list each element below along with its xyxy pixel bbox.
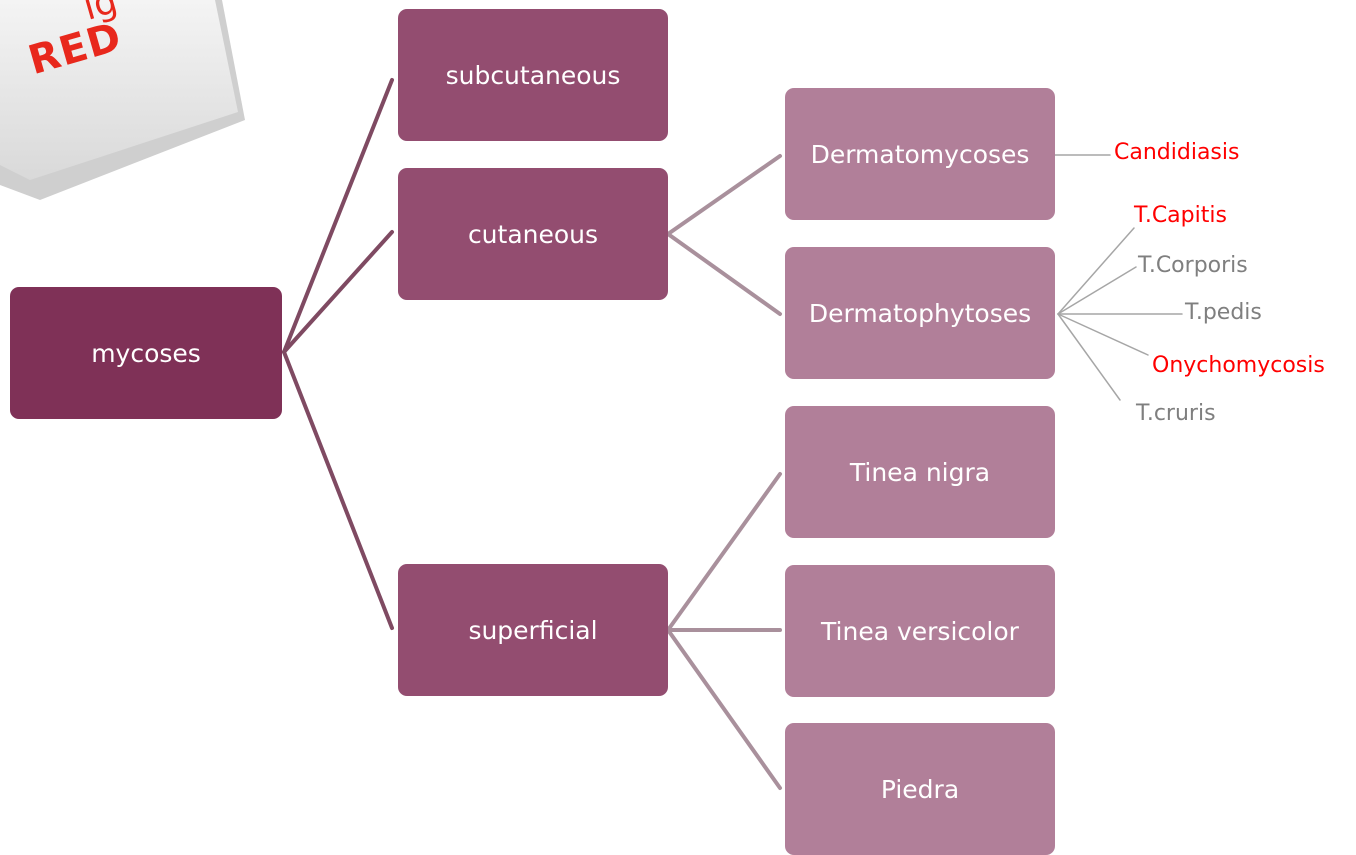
- node-tinea-nigra: Tinea nigra: [785, 406, 1055, 538]
- node-label: mycoses: [91, 339, 201, 368]
- connector-dermatophytoses-onychomycosis: [1058, 314, 1148, 355]
- connector-cutaneous-dermatomycoses: [668, 156, 780, 234]
- leaf-t-corporis: T.Corporis: [1138, 253, 1248, 278]
- node-label: Dermatomycoses: [811, 140, 1030, 169]
- node-cutaneous: cutaneous: [398, 168, 668, 300]
- connector-root-cutaneous: [284, 232, 392, 352]
- node-piedra: Piedra: [785, 723, 1055, 855]
- connector-superficial-piedra: [668, 630, 780, 788]
- connector-root-superficial: [284, 352, 392, 628]
- node-label: superficial: [468, 616, 597, 645]
- connector-dermatophytoses-tcruris: [1058, 314, 1120, 400]
- node-label: Tinea versicolor: [821, 617, 1019, 646]
- leaf-t-cruris: T.cruris: [1136, 401, 1216, 426]
- leaf-onychomycosis: Onychomycosis: [1152, 353, 1325, 378]
- node-label: cutaneous: [468, 220, 598, 249]
- leaf-t-capitis: T.Capitis: [1134, 203, 1227, 228]
- connector-root-subcutaneous: [284, 80, 392, 352]
- node-dermatomycoses: Dermatomycoses: [785, 88, 1055, 220]
- node-tinea-versicolor: Tinea versicolor: [785, 565, 1055, 697]
- node-subcutaneous: subcutaneous: [398, 9, 668, 141]
- node-superficial: superficial: [398, 564, 668, 696]
- node-label: Piedra: [881, 775, 959, 804]
- node-mycoses: mycoses: [10, 287, 282, 419]
- node-label: subcutaneous: [446, 61, 621, 90]
- leaf-t-pedis: T.pedis: [1185, 300, 1262, 325]
- node-dermatophytoses: Dermatophytoses: [785, 247, 1055, 379]
- leaf-candidiasis: Candidiasis: [1114, 140, 1239, 165]
- connector-superficial-tinea-nigra: [668, 474, 780, 630]
- connector-dermatophytoses-tcapitis: [1058, 228, 1134, 314]
- node-label: Dermatophytoses: [809, 299, 1031, 328]
- connector-dermatophytoses-tcorporis: [1058, 267, 1136, 314]
- connector-cutaneous-dermatophytoses: [668, 234, 780, 314]
- node-label: Tinea nigra: [850, 458, 990, 487]
